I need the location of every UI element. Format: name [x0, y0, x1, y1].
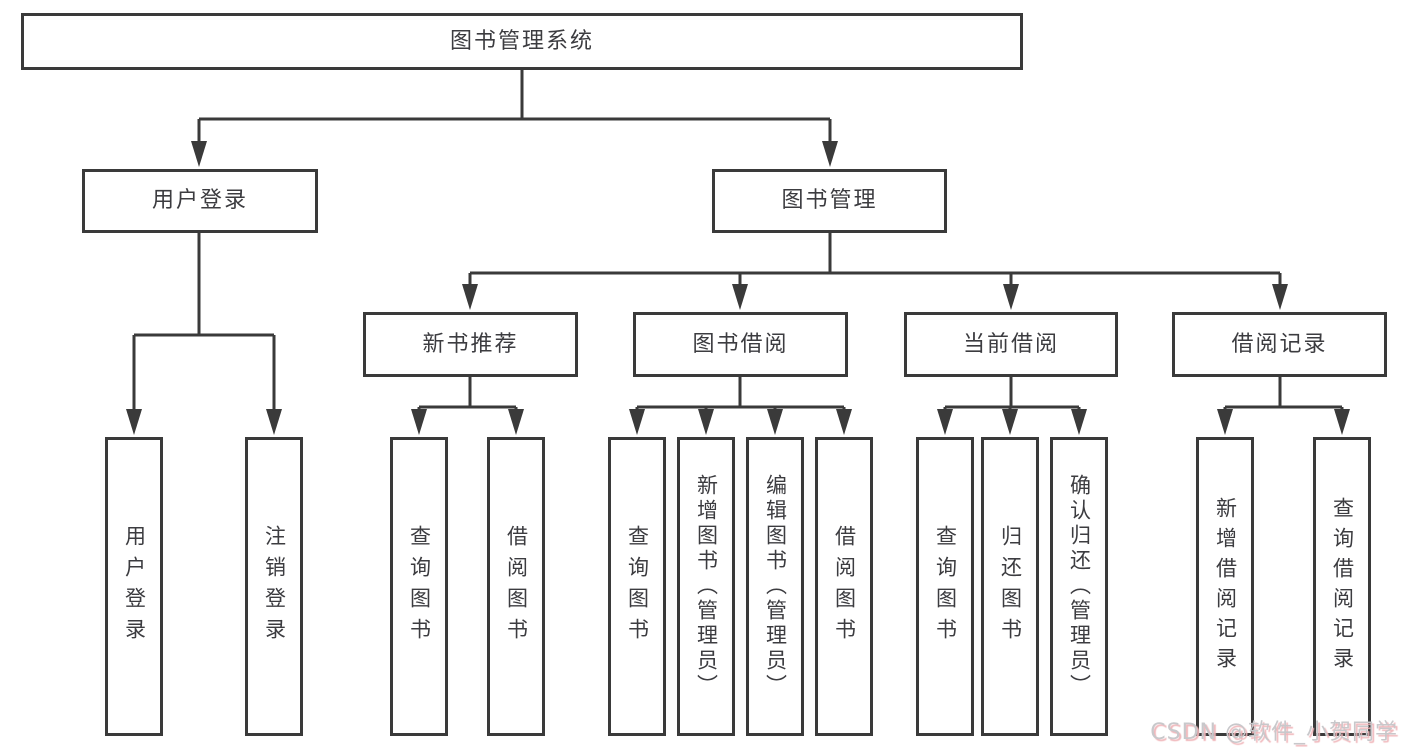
- node-user-login: 用户登录: [82, 169, 318, 233]
- tree-edges: [132, 70, 1344, 416]
- node-borrowing-records: 借阅记录: [1172, 312, 1387, 377]
- node-current-borrowing: 当前借阅: [904, 312, 1118, 377]
- leaf-query-books-borrowing: 查询图书: [608, 437, 666, 736]
- leaf-borrow-books-recommend: 借阅图书: [487, 437, 545, 736]
- leaf-edit-book-admin: 编辑图书（管理员）: [746, 437, 804, 736]
- leaf-confirm-return-admin-label: 确认归还（管理员）: [1067, 474, 1092, 699]
- leaf-query-books-borrowing-label: 查询图书: [625, 524, 650, 649]
- leaf-query-borrow-record-label: 查询借阅记录: [1330, 496, 1355, 677]
- leaf-user-login-label: 用户登录: [122, 524, 147, 649]
- node-user-login-label: 用户登录: [151, 188, 248, 213]
- leaf-query-books-recommend: 查询图书: [390, 437, 448, 736]
- csdn-watermark: CSDN @软件_小贺同学: [1150, 720, 1398, 745]
- leaf-borrow-books-borrowing: 借阅图书: [815, 437, 873, 736]
- leaf-return-book-label: 归还图书: [998, 524, 1023, 649]
- leaf-borrow-books-recommend-label: 借阅图书: [504, 524, 529, 649]
- leaf-add-book-admin: 新增图书（管理员）: [677, 437, 735, 736]
- leaf-query-books-current-label: 查询图书: [933, 524, 958, 649]
- leaf-user-login: 用户登录: [105, 437, 163, 736]
- leaf-add-borrow-record: 新增借阅记录: [1196, 437, 1254, 736]
- arrowhead-icons: [126, 141, 1350, 435]
- node-borrowing-records-label: 借阅记录: [1231, 331, 1328, 357]
- node-new-book-recommend: 新书推荐: [363, 312, 578, 377]
- leaf-logout-label: 注销登录: [262, 524, 287, 649]
- leaf-edit-book-admin-label: 编辑图书（管理员）: [763, 474, 788, 699]
- node-book-management-label: 图书管理: [781, 188, 878, 213]
- node-new-book-recommend-label: 新书推荐: [422, 331, 519, 357]
- leaf-confirm-return-admin: 确认归还（管理员）: [1050, 437, 1108, 736]
- node-library-system: 图书管理系统: [21, 13, 1023, 70]
- node-book-management: 图书管理: [712, 169, 947, 233]
- leaf-return-book: 归还图书: [981, 437, 1039, 736]
- node-book-borrowing: 图书借阅: [633, 312, 848, 377]
- leaf-query-borrow-record: 查询借阅记录: [1313, 437, 1371, 736]
- leaf-logout: 注销登录: [245, 437, 303, 736]
- node-library-system-label: 图书管理系统: [449, 28, 594, 54]
- node-current-borrowing-label: 当前借阅: [962, 331, 1059, 357]
- leaf-borrow-books-borrowing-label: 借阅图书: [832, 524, 857, 649]
- leaf-query-books-recommend-label: 查询图书: [407, 524, 432, 649]
- leaf-query-books-current: 查询图书: [916, 437, 974, 736]
- leaf-add-borrow-record-label: 新增借阅记录: [1213, 496, 1238, 677]
- node-book-borrowing-label: 图书借阅: [692, 331, 789, 357]
- leaf-add-book-admin-label: 新增图书（管理员）: [694, 474, 719, 699]
